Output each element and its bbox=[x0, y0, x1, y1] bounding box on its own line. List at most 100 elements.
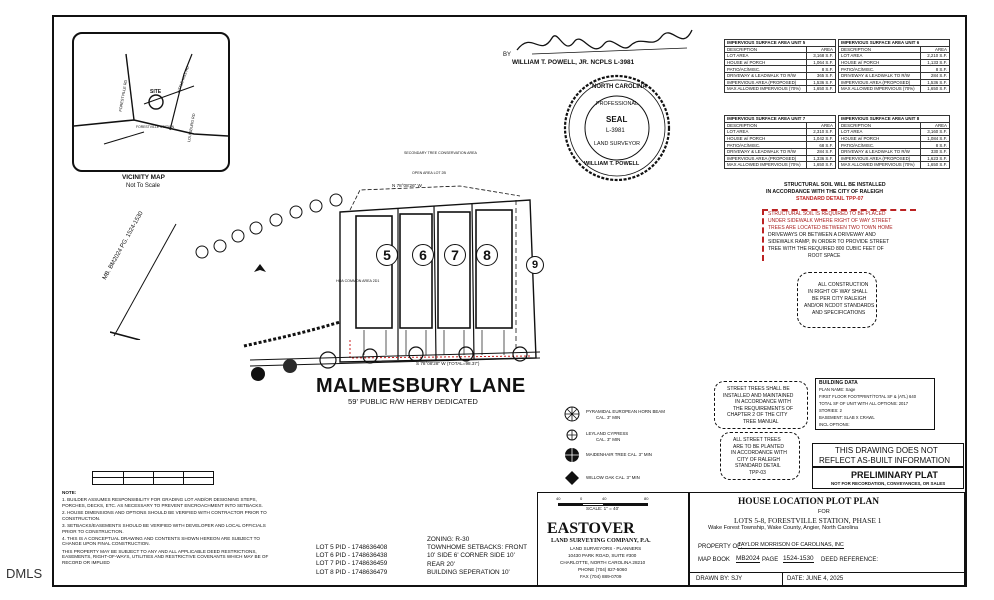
street-label-4: FORESTVILLE STATION bbox=[136, 125, 175, 129]
impervious-description: DRIVEWAY & LEADWALK TO R/W bbox=[724, 71, 807, 80]
impervious-row: MAX ALLOWED IMPERVIOUS (70%)1,650 S.F. bbox=[838, 85, 950, 93]
impervious-area: 1,650 S.F. bbox=[920, 85, 950, 93]
company-line-5: FAX (704) 889-0709 bbox=[580, 574, 622, 579]
lot-pids: LOT 5 PID - 1748636408 LOT 6 PID - 17486… bbox=[316, 544, 387, 577]
street-trees-note: STREET TREES SHALL BE INSTALLED AND MAIN… bbox=[714, 381, 808, 429]
soil-heading-2: IN ACCORDANCE WITH THE CITY OF RALEIGH bbox=[766, 189, 884, 195]
impervious-row: IMPERVIOUS AREA (PROPOSED)1,336 S.F. bbox=[724, 154, 836, 163]
impervious-row: MAX ALLOWED IMPERVIOUS (70%)1,650 S.F. bbox=[724, 85, 836, 93]
plat-sheet bbox=[52, 15, 967, 587]
impervious-description: DRIVEWAY & LEADWALK TO R/W bbox=[724, 147, 807, 156]
impervious-description: DESCRIPTION bbox=[838, 121, 921, 130]
legend-label-1: PYRAMIDAL EUROPEAN HORN BEAM bbox=[586, 409, 665, 414]
note-1: 1. BUILDER ASSUMES RESPONSIBILITY FOR GR… bbox=[62, 497, 263, 508]
impervious-table-title: IMPERVIOUS SURFACE AREA UNIT 8 bbox=[838, 115, 950, 123]
impervious-description: PATIO/AC/MISC. bbox=[724, 141, 807, 149]
impervious-area: 1,623 S.F. bbox=[920, 154, 950, 163]
seal-center: SEAL bbox=[606, 115, 628, 124]
impervious-description: HOUSE w/ PORCH bbox=[838, 134, 921, 143]
pid-lot-7: LOT 7 PID - 1748636459 bbox=[316, 560, 388, 568]
impervious-description: HOUSE w/ PORCH bbox=[838, 58, 921, 67]
watermark-text: DMLS bbox=[6, 566, 43, 581]
row-note-3: BE PER CITY RALEIGH bbox=[812, 296, 867, 302]
legend-label-3: MAIDENHAIR TREE CAL. 3" MIN bbox=[586, 452, 652, 457]
seal-name: WILLIAM T. POWELL bbox=[584, 161, 640, 167]
soil-body-6: TREE WITH THE REQUIRED 800 CUBIC FEET OF bbox=[768, 246, 884, 252]
plan-location: Wake Forest Township, Wake County, Angie… bbox=[708, 525, 859, 531]
note-3: 3. SETBACKS/EASEMENTS SHOULD BE VERIFIED… bbox=[62, 522, 266, 534]
cypress-icon bbox=[566, 429, 578, 441]
bd-row-4: STORIES: 2 bbox=[819, 408, 842, 413]
row-note-1: ALL CONSTRUCTION bbox=[818, 282, 869, 288]
setback-mini-table bbox=[92, 471, 214, 485]
impervious-area: AREA bbox=[806, 121, 836, 130]
row-note-5: AND SPECIFICATIONS bbox=[812, 310, 866, 316]
impervious-area: 8 S.F. bbox=[920, 141, 950, 149]
site-label: SITE bbox=[150, 89, 162, 95]
soil-heading-3: STANDARD DETAIL TPP-07 bbox=[796, 196, 864, 202]
seal-mid: PROFESSIONAL bbox=[596, 101, 638, 107]
st-note-6: TREE MANUAL bbox=[743, 418, 779, 425]
building-data: BUILDING DATA PLAN NAME: Sage FIRST FLOO… bbox=[815, 378, 935, 430]
street-subtitle: 59' PUBLIC R/W HERBY DEDICATED bbox=[348, 397, 478, 406]
impervious-row: PATIO/AC/MISC.8 S.F. bbox=[724, 65, 836, 73]
zoning-4: REAR 20' bbox=[427, 560, 455, 568]
preliminary-plat: PRELIMINARY PLAT NOT FOR RECORDATION, CO… bbox=[812, 467, 964, 489]
impervious-area: AREA bbox=[920, 121, 950, 130]
impervious-description: LOT AREA bbox=[724, 128, 807, 136]
st-note-5: CHAPTER 2 OF THE CITY bbox=[727, 412, 788, 418]
impervious-row: IMPERVIOUS AREA (PROPOSED)1,536 S.F. bbox=[838, 78, 950, 87]
impervious-description: DRIVEWAY & LEADWALK TO R/W bbox=[838, 71, 921, 80]
impervious-table-title: IMPERVIOUS SURFACE AREA UNIT 6 bbox=[838, 39, 950, 47]
zoning-2: TOWNHOME SETBACKS: FRONT bbox=[427, 544, 528, 552]
property-of-value: TAYLOR MORRISON OF CAROLINAS, INC bbox=[738, 542, 844, 550]
impervious-area: 2,210 S.F. bbox=[920, 52, 950, 60]
property-of-label: PROPERTY OF: bbox=[698, 544, 743, 550]
scale-bar: 40 0 40 80 SCALE: 1" = 40' bbox=[556, 496, 648, 513]
impervious-row: IMPERVIOUS AREA (PROPOSED)1,623 S.F. bbox=[838, 154, 950, 163]
impervious-area: 68 S.F. bbox=[806, 141, 836, 149]
maidenhair-icon bbox=[565, 448, 579, 462]
impervious-description: DESCRIPTION bbox=[724, 45, 807, 54]
impervious-description: DESCRIPTION bbox=[838, 45, 921, 54]
bd-row-3: TOTAL SF OF UNIT WITH ALL OPTIONS: 2017 bbox=[819, 401, 909, 406]
soil-body-3: TREES ARE LOCATED BETWEEN TWO TOWN HOME bbox=[768, 225, 893, 231]
soil-body-1: STRUCTURAL SOIL IS REQUIRED TO BE PLACED bbox=[768, 211, 886, 217]
bd-row-5: BASEMENT: SLAB X CRAWL bbox=[819, 415, 875, 420]
impervious-row: IMPERVIOUS AREA (PROPOSED)1,536 S.F. bbox=[724, 78, 836, 87]
row-note-2: IN RIGHT OF WAY SHALL bbox=[808, 289, 868, 295]
impervious-description: PATIO/AC/MISC. bbox=[838, 65, 921, 73]
legend-sub-2: CAL. 3" MIN bbox=[596, 437, 621, 442]
impervious-area: 1,536 S.F. bbox=[920, 78, 950, 87]
impervious-description: HOUSE w/ PORCH bbox=[724, 134, 807, 143]
general-notes: NOTE: 1. BUILDER ASSUMES RESPONSIBILITY … bbox=[62, 490, 280, 567]
at-note-2: ARE TO BE PLANTED bbox=[733, 443, 784, 450]
impervious-area: 1,042 S.F. bbox=[806, 134, 836, 143]
scale-tick-2: 0 bbox=[580, 496, 583, 501]
preliminary-sub: NOT FOR RECORDATION, CONVEYANCES, OR SAL… bbox=[831, 481, 946, 486]
tree-row-upper bbox=[195, 193, 343, 272]
impervious-description: IMPERVIOUS AREA (PROPOSED) bbox=[838, 154, 921, 163]
soil-body-7: ROOT SPACE bbox=[808, 253, 841, 259]
soil-body-5: SIDEWALK RAMP, IN ORDER TO PROVIDE STREE… bbox=[768, 239, 890, 245]
impervious-description: LOT AREA bbox=[838, 128, 921, 136]
impervious-row: PATIO/AC/MISC.68 S.F. bbox=[724, 141, 836, 149]
impervious-area: AREA bbox=[806, 45, 836, 54]
surveyor-seal: NORTH CAROLINA PROFESSIONAL SEAL L-3981 … bbox=[562, 74, 672, 182]
signature-name: WILLIAM T. POWELL, JR. NCPLS L-3981 bbox=[512, 59, 635, 66]
conservation-label: SECONDARY TREE CONSERVATION AREA bbox=[404, 151, 477, 155]
company-line-3: CHARLOTTE, NORTH CAROLINA 28210 bbox=[560, 560, 646, 565]
zoning-1: ZONING: R-30 bbox=[427, 536, 470, 543]
st-note-3: IN ACCORDANCE WITH bbox=[735, 399, 791, 405]
signature-scrawl bbox=[516, 29, 693, 55]
scale-tick-3: 40 bbox=[602, 496, 607, 501]
notes-title: NOTE: bbox=[62, 490, 77, 495]
